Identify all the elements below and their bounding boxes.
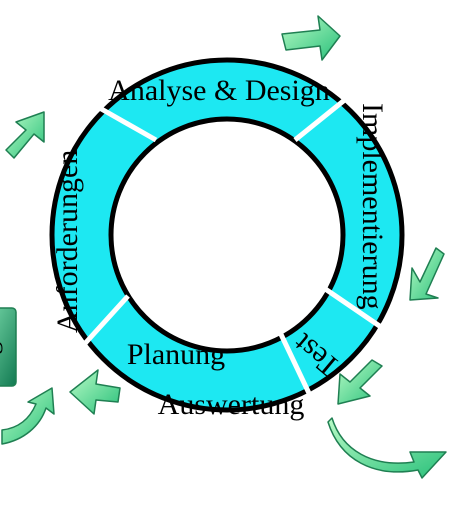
divider-analyse-implementierung bbox=[293, 84, 364, 142]
divider-anforderungen-analyse bbox=[66, 87, 158, 143]
divider-test-auswertung bbox=[275, 326, 319, 410]
arrow-anforderungen-to-analyse-icon bbox=[5, 111, 45, 159]
divider-implementierung-test bbox=[316, 281, 405, 345]
partial-phase-box-label: g bbox=[0, 342, 3, 355]
arrow-test-to-auswertung-icon bbox=[337, 359, 383, 405]
arrow-analyse-to-implementierung-icon bbox=[281, 15, 341, 61]
segment-dividers bbox=[66, 84, 405, 410]
partial-phase-box-rect bbox=[0, 307, 17, 387]
arrow-exit-curved-icon bbox=[327, 417, 447, 479]
divider-planung-anforderungen bbox=[68, 294, 130, 362]
arrow-auswertung-to-planung-icon bbox=[69, 369, 121, 415]
segment-label-implementierung: Implementierung bbox=[356, 103, 389, 310]
partial-phase-box: g bbox=[0, 307, 17, 387]
arrow-implementierung-to-test-icon bbox=[409, 247, 445, 301]
cycle-inner-hole bbox=[108, 116, 346, 354]
arrow-entry-curved-icon bbox=[1, 387, 55, 445]
segment-label-analyse-design: Analyse & Design bbox=[108, 74, 330, 107]
segment-label-planung: Planung bbox=[127, 338, 225, 371]
segment-label-auswertung: Auswertung bbox=[158, 388, 305, 421]
segment-label-anforderungen: Anforderungen bbox=[51, 150, 84, 333]
